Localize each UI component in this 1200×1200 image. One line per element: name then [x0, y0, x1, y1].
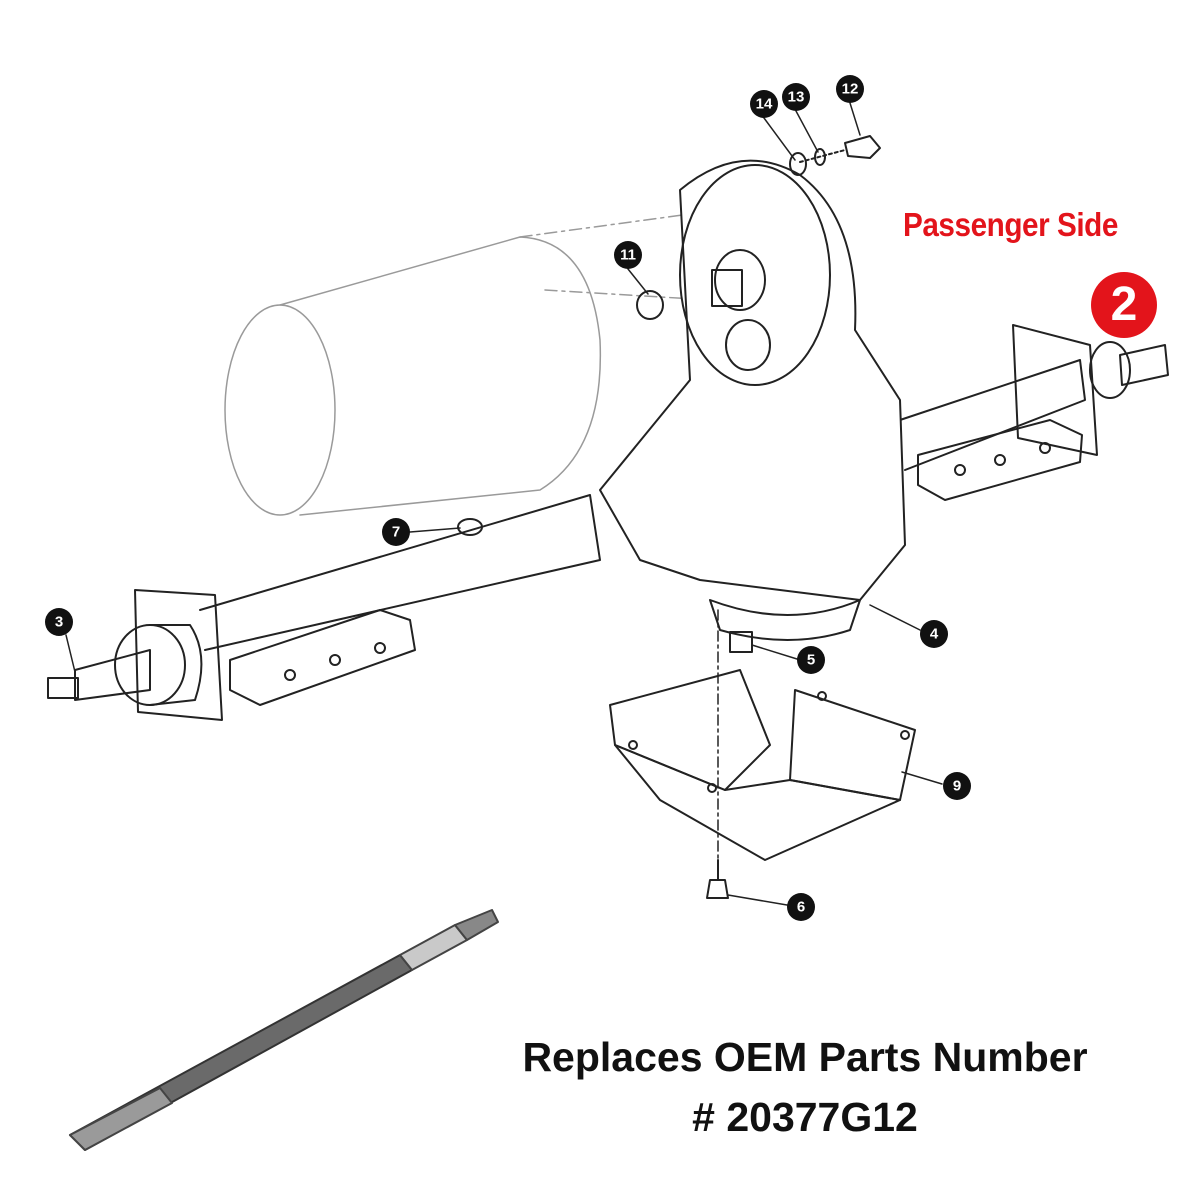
- callout-14: 14: [750, 90, 778, 118]
- callout-13: 13: [782, 83, 810, 111]
- side-number-badge: 2: [1091, 272, 1157, 338]
- driver-side-axle: [47, 494, 601, 721]
- motor: [224, 213, 711, 516]
- svg-text:12: 12: [842, 81, 859, 98]
- svg-text:3: 3: [55, 614, 63, 631]
- callout-9: 9: [943, 772, 971, 800]
- callout-12: 12: [836, 75, 864, 103]
- svg-text:6: 6: [797, 899, 805, 916]
- callouts: 14 13 12 11 7 3 4 5 9 6: [45, 75, 971, 921]
- callout-4: 4: [920, 620, 948, 648]
- oem-part-number: # 20377G12: [692, 1094, 918, 1140]
- svg-text:13: 13: [788, 89, 805, 106]
- svg-text:9: 9: [953, 778, 961, 795]
- gear-case: [599, 159, 906, 641]
- svg-text:5: 5: [807, 652, 815, 669]
- callout-6: 6: [787, 893, 815, 921]
- svg-text:11: 11: [620, 247, 636, 264]
- callout-3: 3: [45, 608, 73, 636]
- hardware: [457, 135, 881, 899]
- skid-plate: [609, 669, 916, 861]
- svg-text:14: 14: [756, 96, 773, 113]
- replaces-oem-caption: Replaces OEM Parts Number: [522, 1034, 1088, 1080]
- callout-7: 7: [382, 518, 410, 546]
- svg-text:4: 4: [930, 626, 939, 643]
- axle-shaft-product: [69, 909, 499, 1151]
- svg-text:7: 7: [392, 524, 400, 541]
- leader-lines: [65, 102, 943, 906]
- passenger-side-label: Passenger Side: [903, 206, 1118, 243]
- callout-5: 5: [797, 646, 825, 674]
- passenger-side-axle: [899, 324, 1169, 501]
- callout-11: 11: [614, 241, 642, 269]
